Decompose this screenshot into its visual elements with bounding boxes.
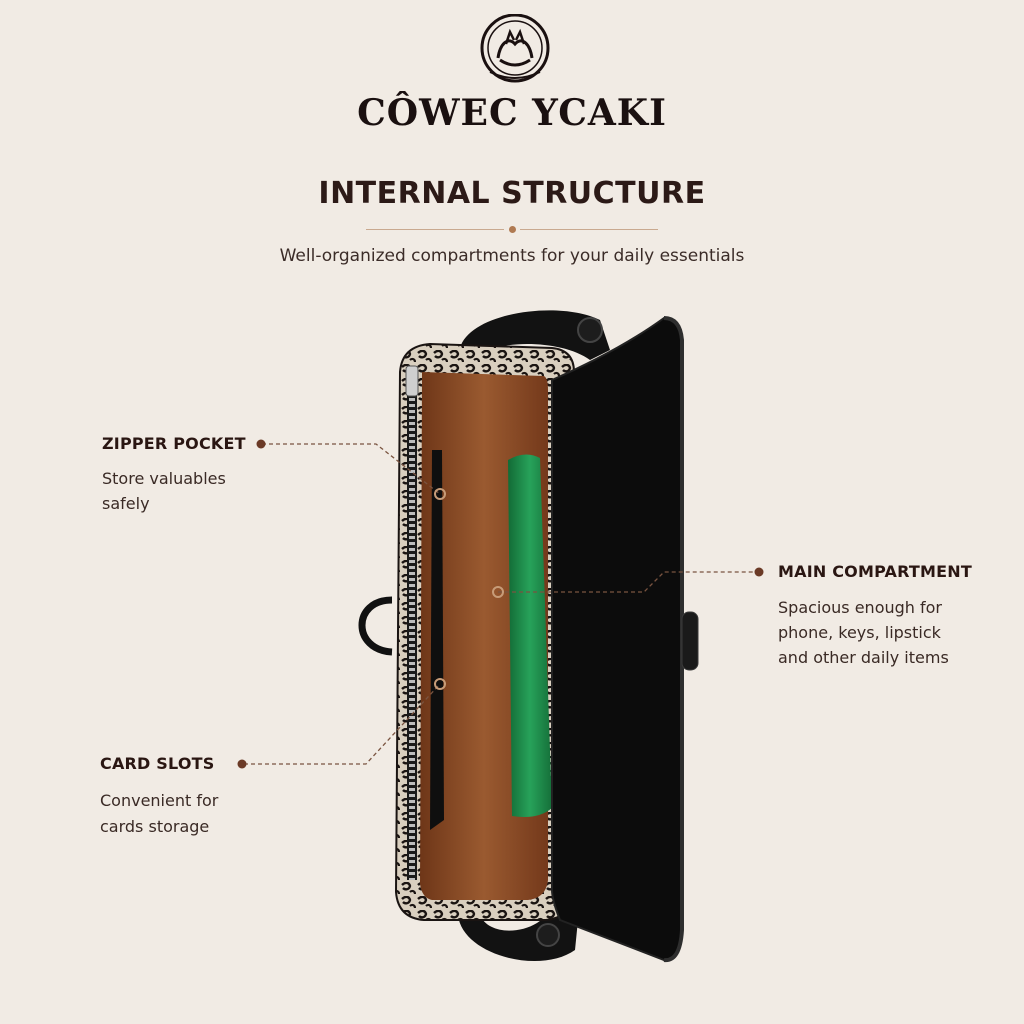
brand-crest-logo	[480, 14, 550, 83]
divider-dot	[509, 226, 516, 233]
bag-flap	[551, 316, 683, 962]
callout-title-main-compartment: MAIN COMPARTMENT	[778, 562, 972, 581]
target-zipper-pocket	[434, 488, 446, 500]
strap-rivet-bottom	[536, 923, 560, 947]
callout-desc-main-compartment-line1: Spacious enough for	[778, 598, 943, 617]
callout-desc-zipper-pocket-line1: Store valuables	[102, 469, 226, 488]
leader-card-slots	[244, 683, 441, 765]
target-card-slots	[434, 678, 446, 690]
section-subtitle: Well-organized compartments for your dai…	[279, 246, 745, 266]
callout-desc-main-compartment-line3: and other daily items	[778, 648, 949, 667]
brand-name: CÔWEC YCAKI	[357, 92, 667, 134]
top-strap	[460, 310, 610, 360]
zipper-pull	[405, 365, 419, 397]
leader-main-compartment	[498, 571, 758, 593]
strap-rivet-top	[577, 317, 603, 343]
divider-left	[366, 229, 504, 230]
callout-title-card-slots: CARD SLOTS	[100, 754, 215, 773]
callout-desc-card-slots-line2: cards storage	[100, 817, 210, 836]
crest-emblem-icon	[480, 14, 550, 83]
dot-card-slots	[237, 759, 247, 769]
flap-clasp	[681, 611, 699, 671]
divider-right	[520, 229, 658, 230]
callout-desc-main-compartment-line2: phone, keys, lipstick	[778, 623, 941, 642]
card-slot-pocket	[430, 450, 444, 830]
dot-main-compartment	[754, 567, 764, 577]
leader-dots	[237, 439, 764, 769]
leader-lines	[244, 443, 758, 765]
callout-desc-card-slots-line1: Convenient for	[100, 791, 219, 810]
side-ring	[358, 596, 393, 656]
callout-title-zipper-pocket: ZIPPER POCKET	[102, 434, 246, 453]
section-title: INTERNAL STRUCTURE	[318, 176, 706, 211]
target-dots	[434, 488, 504, 690]
dot-zipper-pocket	[256, 439, 266, 449]
green-item	[508, 454, 552, 817]
callout-desc-zipper-pocket-line2: safely	[102, 494, 150, 513]
leader-zipper-pocket	[262, 443, 441, 495]
target-main-compartment	[492, 586, 504, 598]
